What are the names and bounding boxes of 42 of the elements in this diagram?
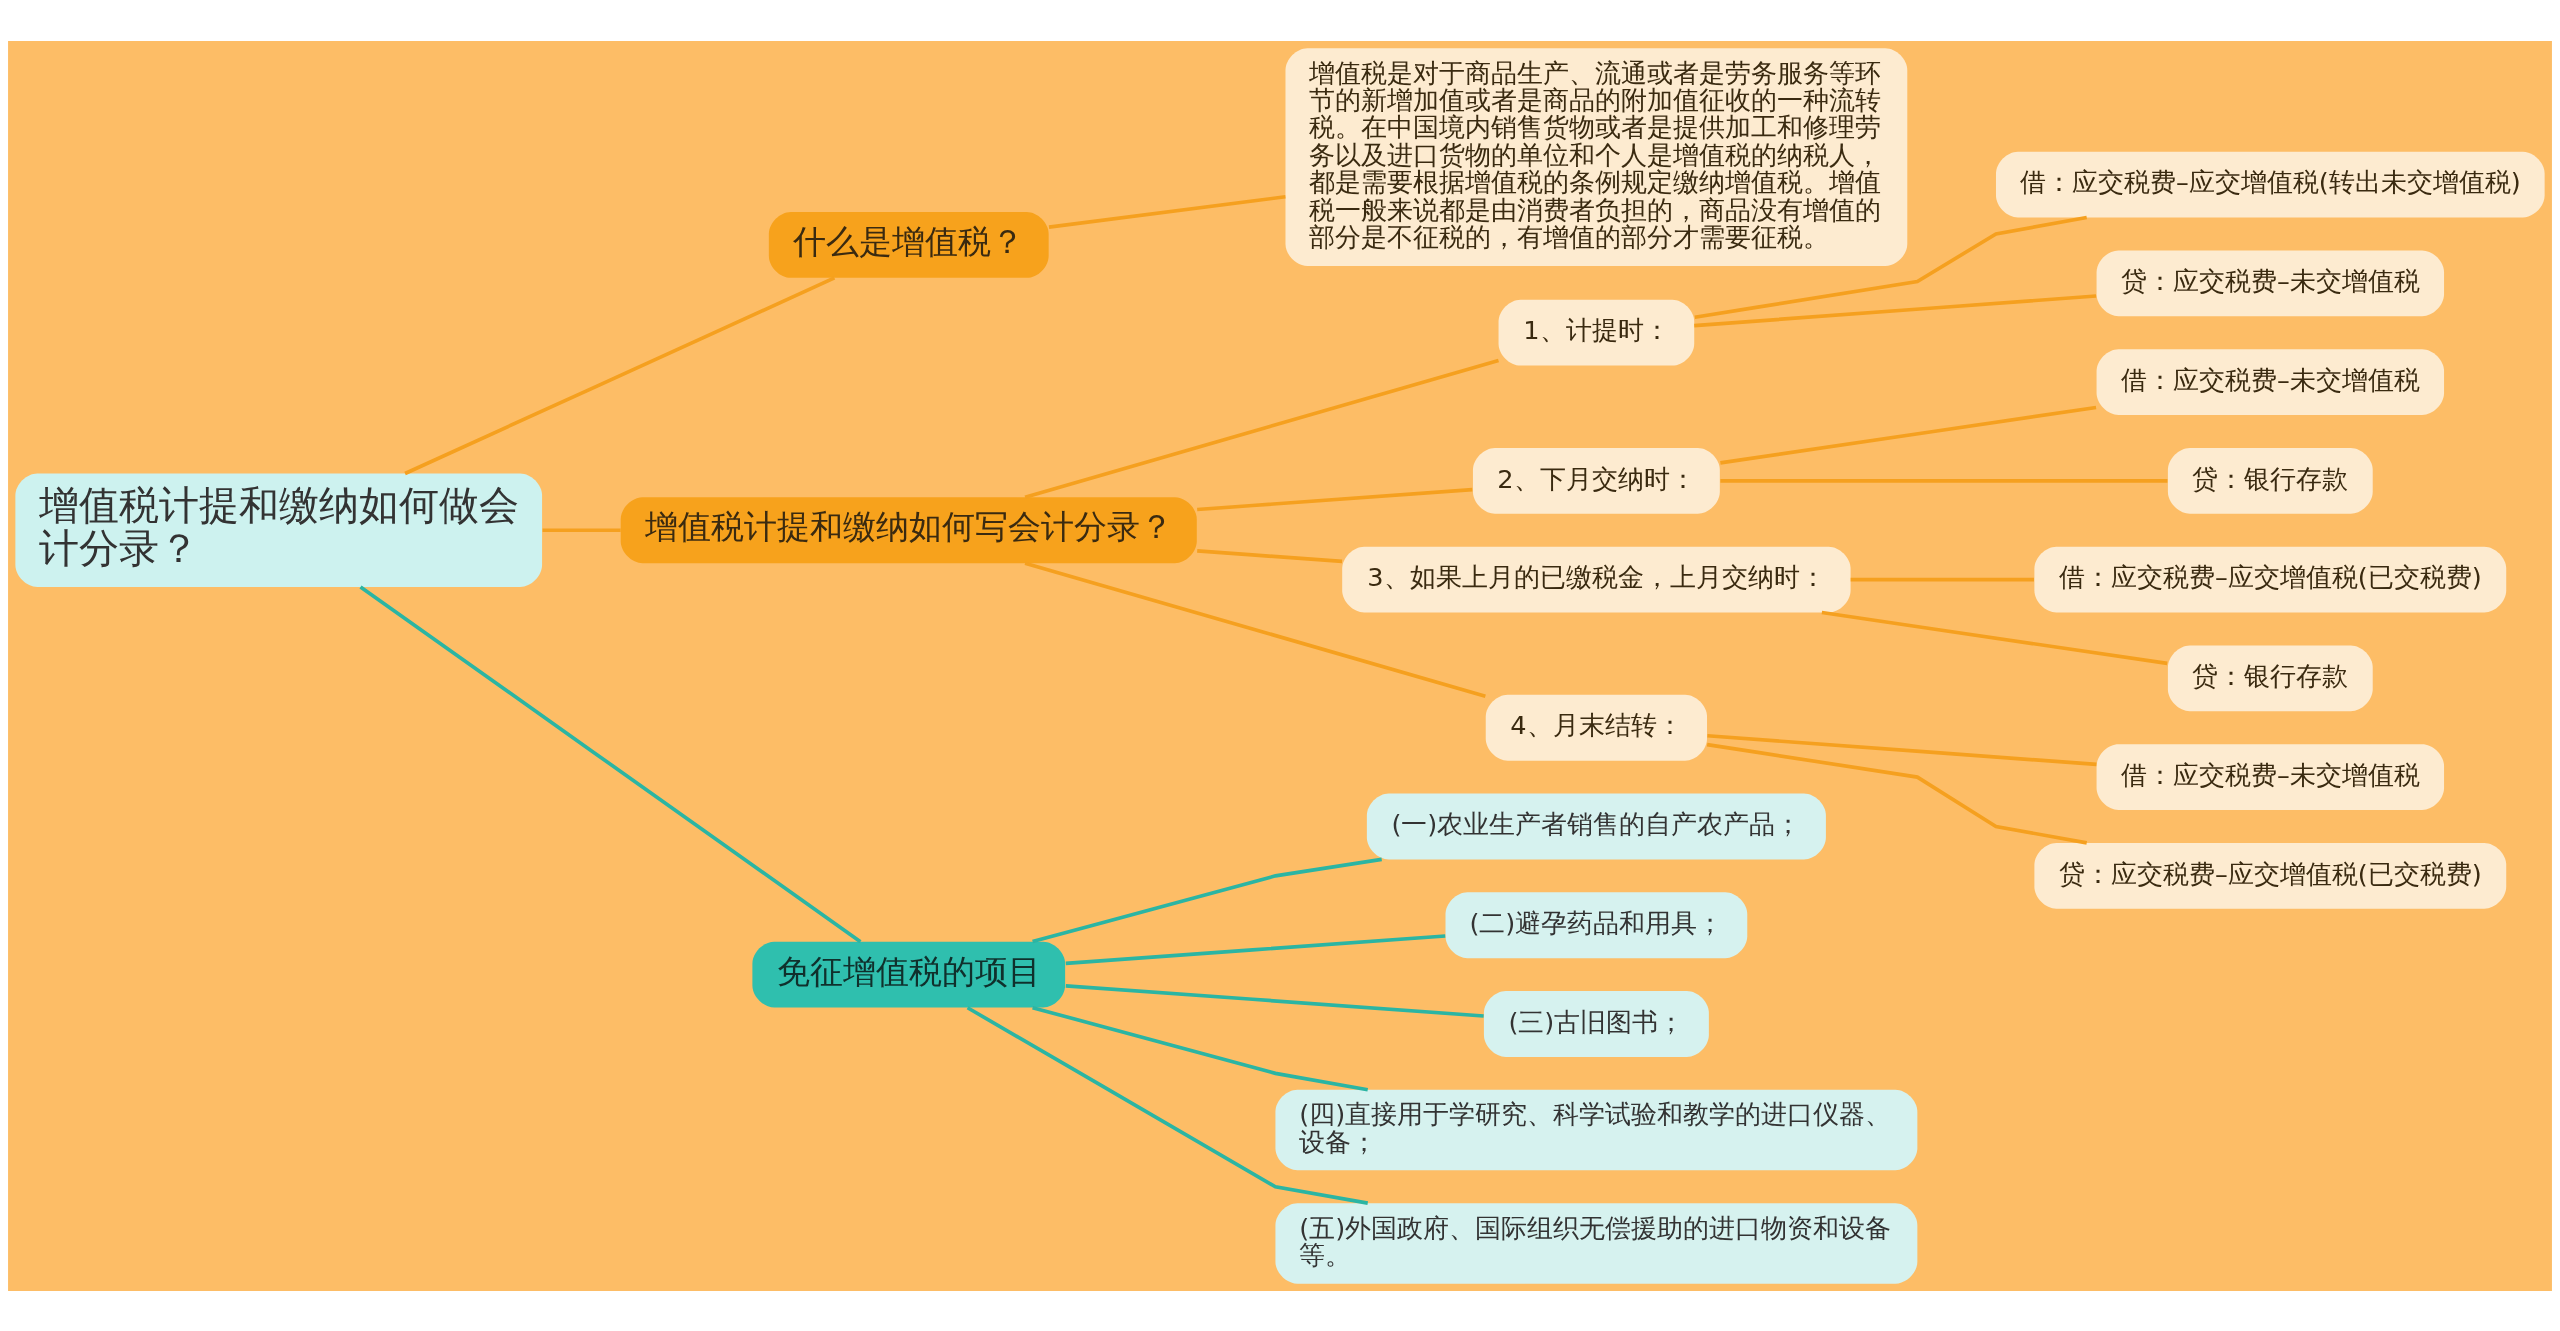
connector: [1694, 293, 2097, 327]
connector: [1024, 358, 1499, 499]
connector: [1065, 983, 1484, 1018]
connector: [1707, 733, 2097, 766]
node-box: 借：应交税费–应交增值税(转出未交增值税): [1996, 151, 2545, 217]
node-box: 贷：银行存款: [2167, 447, 2373, 514]
node-box: 借：应交税费–未交增值税: [2096, 743, 2445, 810]
node-box: (三)古旧图书；: [1483, 990, 1709, 1057]
connector: [404, 275, 836, 475]
node-box: 4、月末结转：: [1485, 694, 1708, 761]
connector: [1197, 548, 1343, 563]
node-box: 增值税计提和缴纳如何做会计分录？: [15, 473, 543, 587]
connector: [542, 527, 621, 532]
connector: [1821, 610, 2168, 665]
connector: [1065, 933, 1446, 965]
node-box: (五)外国政府、国际组织无偿援助的进口物资和设备等。: [1275, 1202, 1918, 1284]
node-box: 3、如果上月的已缴税金，上月交纳时：: [1342, 546, 1851, 612]
connector: [1048, 194, 1286, 229]
node-box: 借：应交税费–未交增值税: [2096, 348, 2445, 415]
connector: [1032, 1005, 1369, 1092]
connector: [1032, 857, 1382, 943]
node-box: 免征增值税的项目: [752, 941, 1066, 1008]
node-box: 2、下月交纳时：: [1472, 447, 1720, 514]
node-box: (二)避孕药品和用具；: [1445, 891, 1748, 958]
node-box: (四)直接用于学研究、科学试验和教学的进口仪器、设备；: [1275, 1089, 1918, 1170]
connector: [1850, 577, 2034, 581]
node-box: 什么是增值税？: [768, 211, 1049, 278]
connector: [1720, 478, 2168, 483]
connector: [1024, 561, 1486, 698]
node-box: 贷：应交税费–应交增值税(已交税费): [2034, 842, 2507, 909]
node-box: 贷：银行存款: [2167, 644, 2373, 711]
connector: [1694, 215, 2088, 319]
connector: [1197, 487, 1473, 511]
node-box: 1、计提时：: [1498, 299, 1695, 366]
connector: [1720, 405, 2097, 465]
node-box: 增值税计提和缴纳如何写会计分录？: [620, 496, 1197, 563]
node-box: 贷：应交税费–未交增值税: [2096, 249, 2445, 316]
connector: [1706, 742, 2088, 845]
node-box: 借：应交税费–应交增值税(已交税费): [2034, 546, 2507, 612]
connector: [359, 584, 862, 943]
node-box: (一)农业生产者销售的自产农产品；: [1366, 793, 1826, 859]
node-box: 增值税是对于商品生产、流通或者是劳务服务等环节的新增加值或者是商品的附加值征收的一种流转税。在中国境内销售货物或者是提供加工和修理劳务以及进口货物的单位和个人是增值税的纳税人，都是需要根据增值税的条例规定缴纳增值税。增值税一般来说都是由消费者负担的，商品没有增值的部分是不征税的，有增值的部分才需要征税。: [1285, 47, 1908, 266]
